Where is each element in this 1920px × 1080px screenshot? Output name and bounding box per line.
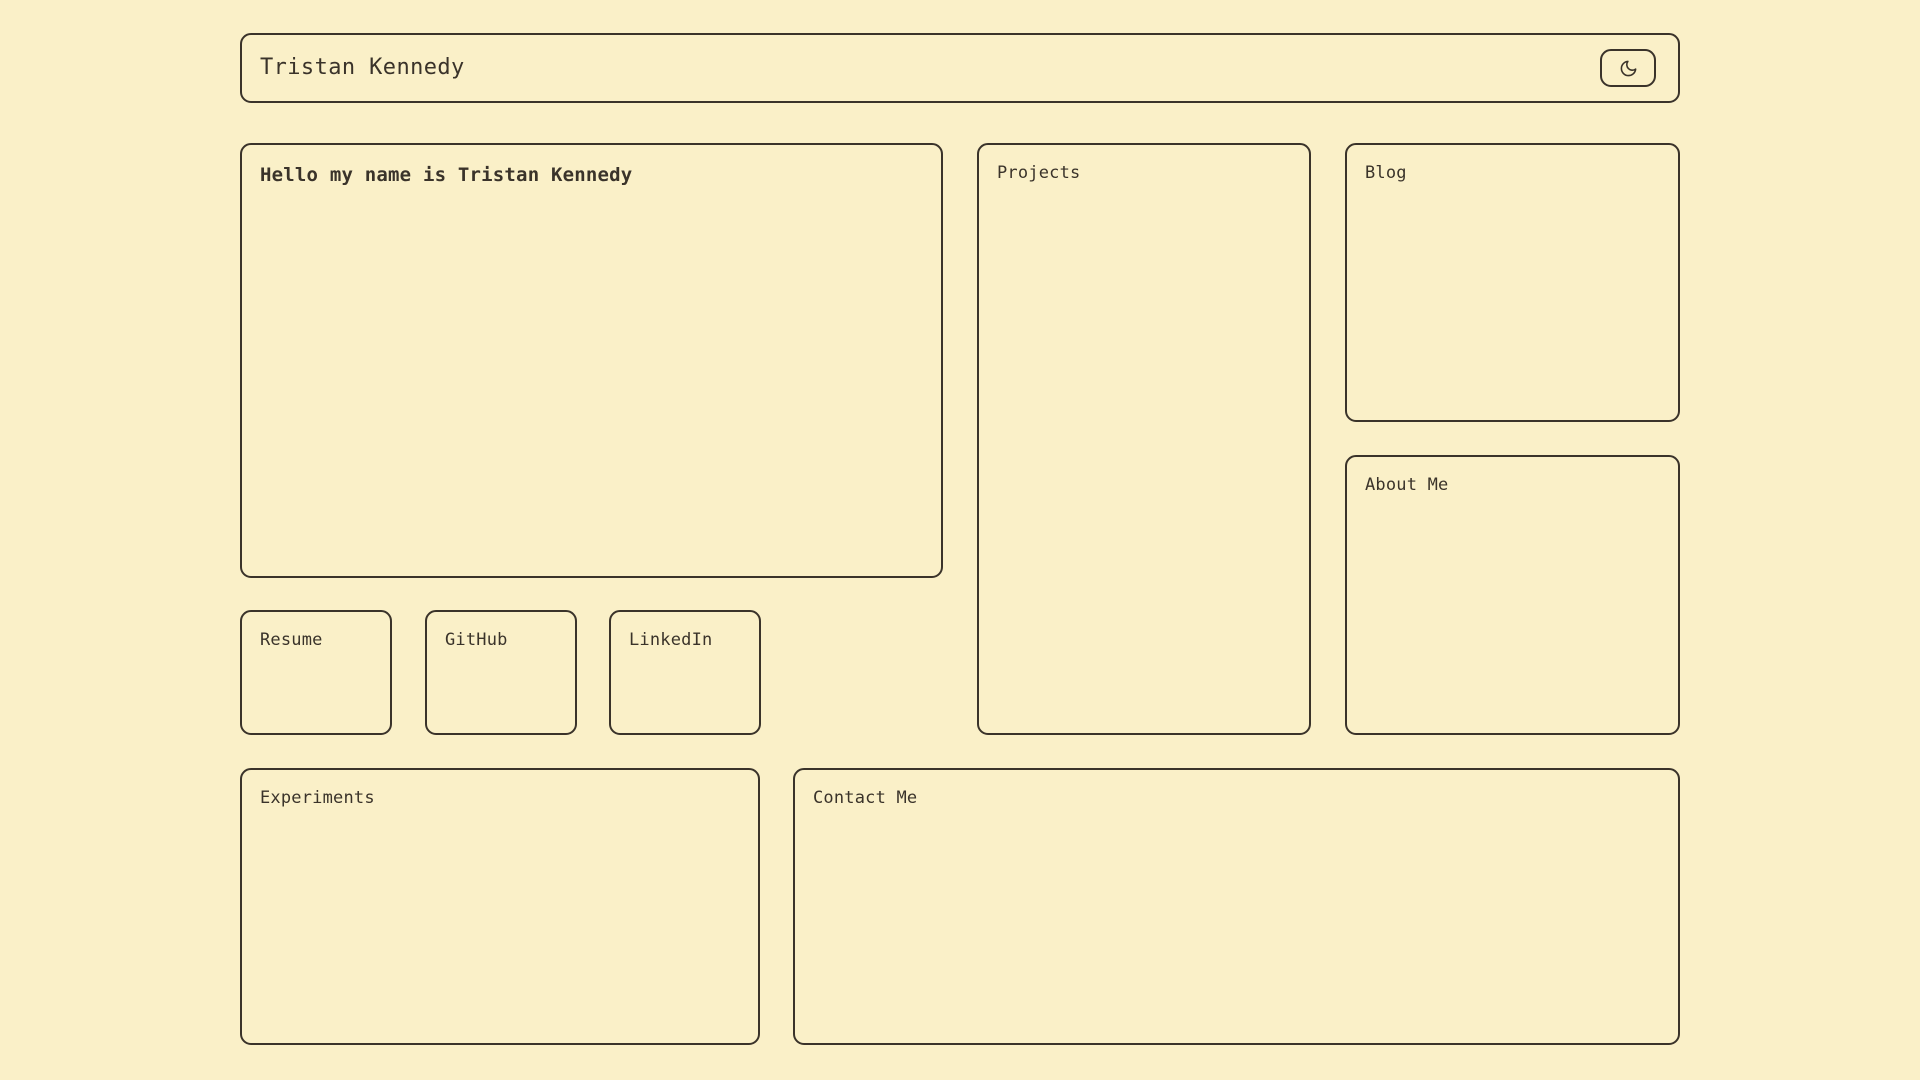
projects-card-label: Projects [997,163,1081,183]
about-me-card-label: About Me [1365,475,1449,495]
experiments-card[interactable]: Experiments [240,768,760,1045]
linkedin-link-card[interactable]: LinkedIn [609,610,761,735]
page-title: Tristan Kennedy [260,55,465,80]
contact-me-card-label: Contact Me [813,788,918,808]
hero-card: Hello my name is Tristan Kennedy [240,143,943,578]
github-link-label: GitHub [445,630,508,650]
header-bar: Tristan Kennedy [240,33,1680,103]
blog-card[interactable]: Blog [1345,143,1680,422]
blog-card-label: Blog [1365,163,1407,183]
hero-heading: Hello my name is Tristan Kennedy [260,164,633,186]
resume-link-card[interactable]: Resume [240,610,392,735]
theme-toggle-button[interactable] [1600,49,1656,87]
moon-icon [1619,59,1638,78]
about-me-card[interactable]: About Me [1345,455,1680,735]
projects-card[interactable]: Projects [977,143,1311,735]
linkedin-link-label: LinkedIn [629,630,713,650]
experiments-card-label: Experiments [260,788,375,808]
contact-me-card[interactable]: Contact Me [793,768,1680,1045]
github-link-card[interactable]: GitHub [425,610,577,735]
resume-link-label: Resume [260,630,323,650]
